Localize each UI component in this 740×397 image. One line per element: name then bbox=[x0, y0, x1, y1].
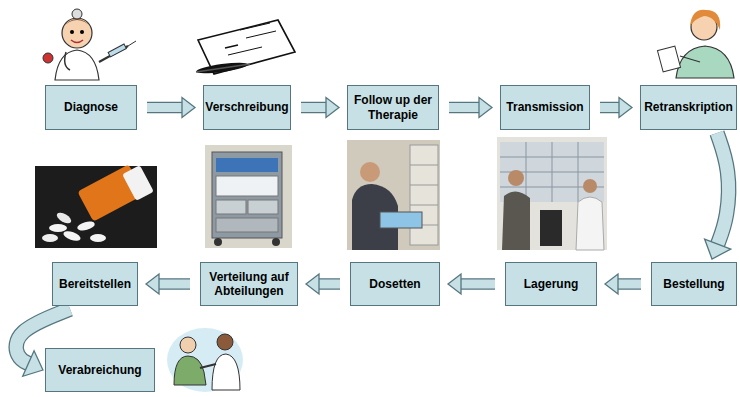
arrow-shaft bbox=[147, 103, 183, 112]
box-label: Transmission bbox=[506, 100, 583, 114]
arrow-shaft bbox=[460, 280, 495, 289]
process-box: Transmission bbox=[500, 85, 590, 130]
process-box: Dosetten bbox=[350, 262, 440, 306]
cart-photo bbox=[205, 145, 292, 248]
box-label: Verteilung auf Abteilungen bbox=[205, 270, 293, 299]
administration-icon bbox=[167, 328, 243, 392]
arrow-head bbox=[146, 274, 159, 294]
box-label: Verabreichung bbox=[58, 363, 141, 377]
arrow-shaft bbox=[617, 280, 641, 289]
flow-arrow bbox=[705, 133, 731, 259]
flow-arrow bbox=[147, 98, 195, 118]
arrow-head bbox=[23, 351, 43, 377]
arrow-outline bbox=[449, 102, 480, 114]
arrow-outline bbox=[147, 102, 183, 114]
flow-arrow bbox=[306, 274, 340, 294]
box-label: Lagerung bbox=[524, 277, 579, 291]
process-box: Diagnose bbox=[45, 85, 137, 130]
process-box: Bereitstellen bbox=[52, 262, 138, 306]
arrow-shaft bbox=[600, 103, 620, 112]
box-label: Bereitstellen bbox=[59, 277, 131, 291]
box-label: Verschreibung bbox=[205, 100, 288, 114]
arrow-outline bbox=[717, 133, 729, 245]
arrow-head bbox=[326, 98, 339, 118]
flow-arrow bbox=[448, 274, 495, 294]
process-box: Bestellung bbox=[651, 262, 737, 306]
box-label: Diagnose bbox=[64, 100, 118, 114]
flow-arrow bbox=[146, 274, 190, 294]
flow-arrow bbox=[600, 98, 632, 118]
box-label: Dosetten bbox=[369, 277, 420, 291]
arrow-head bbox=[605, 274, 618, 294]
prescription-icon bbox=[196, 20, 295, 76]
process-box: Verabreichung bbox=[45, 348, 155, 392]
arrow-outline bbox=[318, 278, 340, 290]
arrow-shaft bbox=[449, 103, 480, 112]
arrow-shaft bbox=[717, 133, 729, 245]
arrow-outline bbox=[617, 278, 641, 290]
arrow-outline bbox=[600, 102, 620, 114]
arrow-head bbox=[479, 98, 492, 118]
arrow-head bbox=[448, 274, 461, 294]
dosing-photo bbox=[347, 140, 440, 250]
pharmacy-photo bbox=[497, 137, 607, 250]
flow-arrow bbox=[449, 98, 492, 118]
arrow-shaft bbox=[318, 280, 340, 289]
flow-arrow bbox=[605, 274, 641, 294]
process-box: Retranskription bbox=[640, 85, 737, 130]
arrow-shaft bbox=[301, 103, 327, 112]
arrow-head bbox=[705, 239, 731, 259]
process-box: Verteilung auf Abteilungen bbox=[200, 262, 298, 306]
box-label: Follow up der Therapie bbox=[352, 93, 434, 122]
arrow-shaft bbox=[158, 280, 190, 289]
box-label: Bestellung bbox=[663, 277, 724, 291]
arrow-outline bbox=[158, 278, 190, 290]
arrow-head bbox=[306, 274, 319, 294]
arrow-outline bbox=[301, 102, 327, 114]
arrow-head bbox=[182, 98, 195, 118]
box-label: Retranskription bbox=[644, 100, 733, 114]
process-box: Lagerung bbox=[505, 262, 597, 306]
doctor-icon bbox=[43, 9, 136, 80]
process-box: Follow up der Therapie bbox=[347, 85, 439, 130]
flow-arrow bbox=[301, 98, 339, 118]
arrow-head bbox=[619, 98, 632, 118]
pills-photo bbox=[35, 164, 157, 248]
process-box: Verschreibung bbox=[203, 85, 291, 130]
nurse-icon bbox=[657, 10, 734, 78]
arrow-outline bbox=[460, 278, 495, 290]
